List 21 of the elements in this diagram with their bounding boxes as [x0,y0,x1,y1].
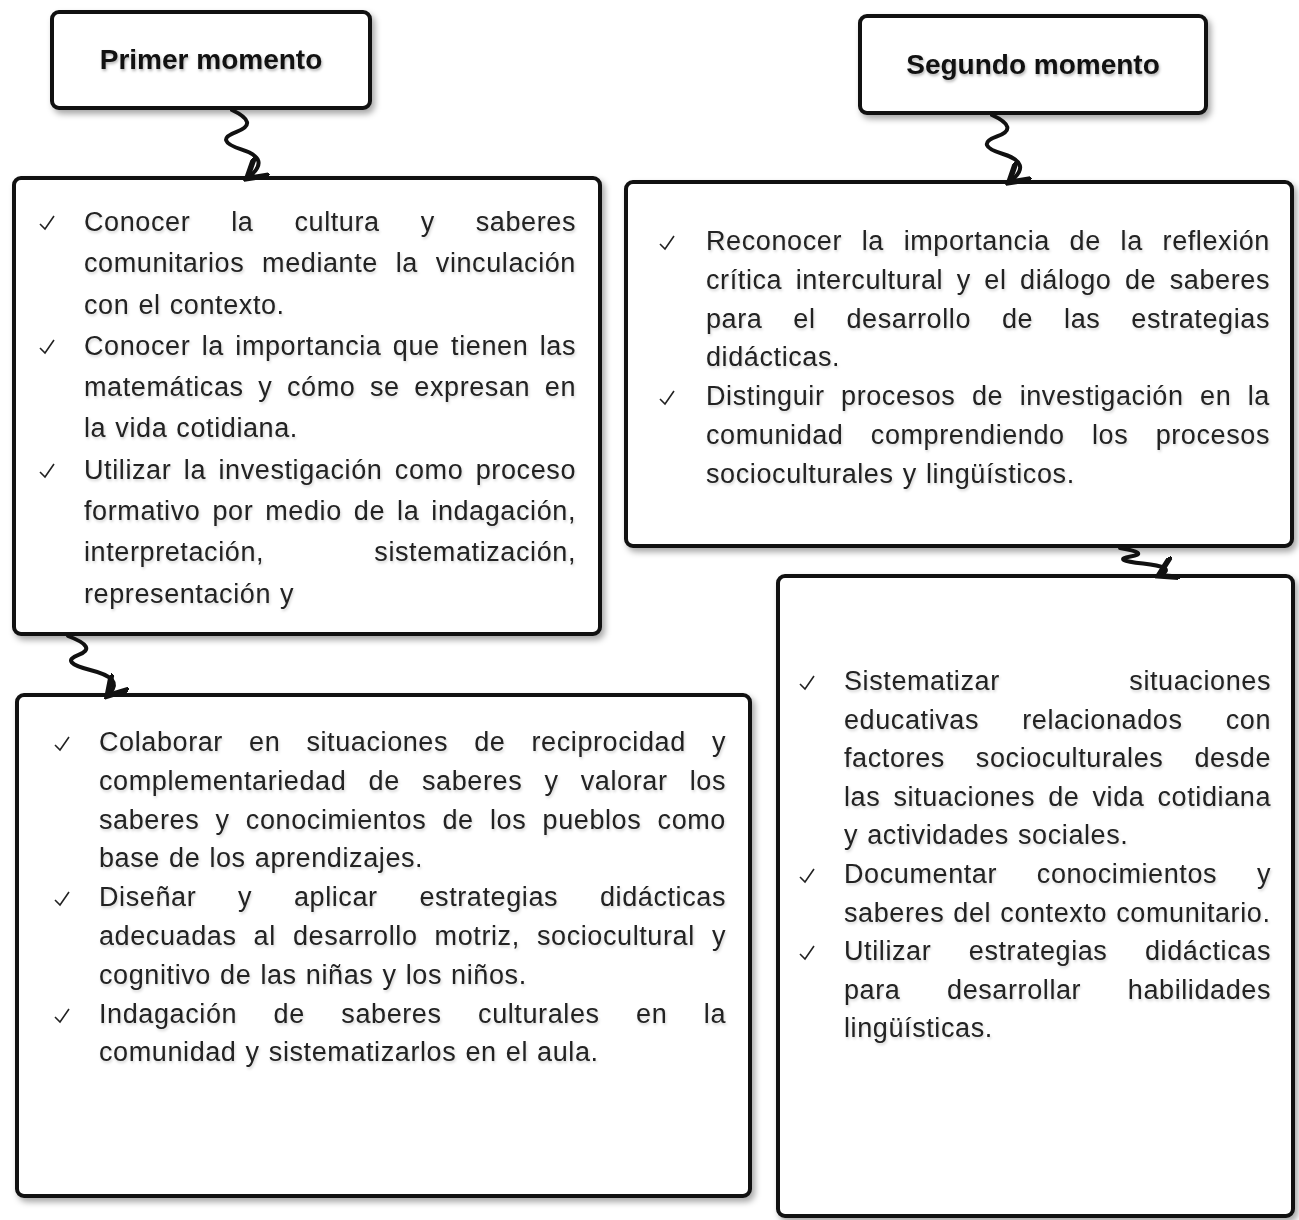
list-item-text: Conocer la importancia que tienen las matemáticas y cómo se expresan en la vida cotidiana. [84,329,576,446]
box-title: Segundo momento [906,48,1160,81]
squiggly-arrow [224,108,273,182]
list-item-text: Colaborar en situaciones de reciprocidad y complementariedad de saberes y valorar los saberes y conocimientos de los pueblos como base de los aprendizajes. [99,726,726,876]
list-item-text: Documentar conocimientos y saberes del contexto comunitario. [844,857,1271,930]
squiggly-arrow [984,113,1035,186]
content-box [12,176,602,636]
list-item-text: Sistematizar situaciones educativas relacionados con factores socioculturales desde las situaciones de vida cotidiana y actividades sociales. [844,665,1271,853]
content-box [776,574,1295,1218]
content-box [624,180,1294,548]
title-box [50,10,372,110]
list-item-text: Distinguir procesos de investigación en la comunidad comprendiendo los procesos socioculturales y lingüísticos. [706,380,1270,491]
list-item-text: Reconocer la importancia de la reflexión crítica intercultural y el diálogo de saberes para el desarrollo de las estrategias didácticas. [706,225,1270,375]
box-title: Primer momento [99,44,323,76]
list-item-text: Utilizar estrategias didácticas para desarrollar habilidades lingüísticas. [844,935,1271,1046]
list-item-text: Diseñar y aplicar estrategias didácticas adecuadas al desarrollo motriz, sociocultural y cognitivo de las niñas y los niños. [99,881,726,992]
list-item-text: Utilizar la investigación como proceso formativo por medio de la indagación, interpretación, sistematización, representación y [84,453,576,611]
title-box [858,14,1208,115]
list-item-text: Indagación de saberes culturales en la comunidad y sistematizarlos en el aula. [99,997,726,1070]
list-item-text: Conocer la cultura y saberes comunitarios mediante la vinculación con el contexto. [84,206,576,322]
content-box [15,693,752,1198]
